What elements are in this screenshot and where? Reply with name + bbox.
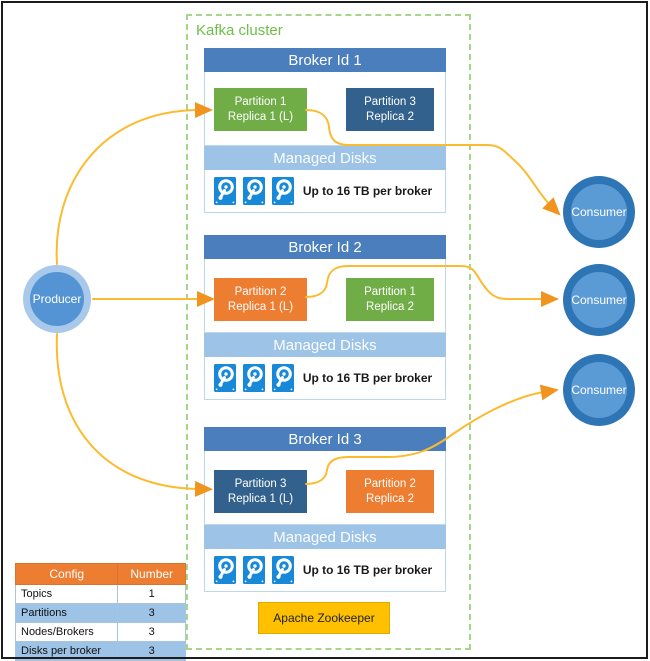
managed-disk-icon	[243, 364, 265, 392]
replica-label: Replica 2	[366, 110, 414, 123]
config-cell: Partitions	[14, 603, 119, 623]
broker-2-capacity-text: Up to 16 TB per broker	[302, 371, 433, 385]
broker-2-replica-partition: Partition 1 Replica 2	[346, 278, 434, 321]
broker-3-replica-partition: Partition 2 Replica 2	[346, 470, 434, 513]
managed-disk-icon	[272, 556, 294, 584]
partition-label: Partition 2	[234, 285, 287, 298]
number-cell: 3	[117, 641, 186, 661]
disk-icons	[214, 364, 294, 392]
partition-label: Partition 3	[234, 477, 287, 490]
number-cell: 3	[117, 622, 186, 642]
managed-disk-icon	[272, 364, 294, 392]
partition-label: Partition 3	[364, 95, 416, 108]
replica-label: Replica 2	[366, 300, 414, 313]
managed-disk-icon	[272, 177, 294, 205]
partition-label: Partition 1	[234, 95, 287, 108]
broker-2-body: Partition 2 Replica 1 (L) Partition 1 Re…	[204, 259, 446, 333]
broker-3-body: Partition 3 Replica 1 (L) Partition 2 Re…	[204, 451, 446, 525]
config-cell: Disks per broker	[14, 641, 119, 661]
replica-label: Replica 1 (L)	[227, 110, 294, 123]
broker-1-disks-row: Up to 16 TB per broker	[204, 170, 446, 213]
broker-2: Broker Id 2 Partition 2 Replica 1 (L) Pa…	[204, 235, 446, 400]
partition-label: Partition 2	[364, 477, 416, 490]
consumer-label: Consumer	[571, 272, 627, 328]
broker-2-title: Broker Id 2	[204, 235, 446, 259]
broker-3-leader-partition: Partition 3 Replica 1 (L)	[214, 470, 307, 513]
table-row: Nodes/Brokers 3	[14, 622, 186, 642]
table-row: Disks per broker 3	[14, 641, 186, 661]
config-table: Config Number Topics 1 Partitions 3 Node…	[14, 563, 186, 661]
broker-3: Broker Id 3 Partition 3 Replica 1 (L) Pa…	[204, 427, 446, 592]
managed-disk-icon	[214, 556, 236, 584]
consumer-node-2: Consumer	[563, 264, 635, 336]
managed-disk-icon	[243, 556, 265, 584]
broker-1-title: Broker Id 1	[204, 48, 446, 72]
broker-1-leader-partition: Partition 1 Replica 1 (L)	[214, 88, 307, 131]
producer-node: Producer	[23, 265, 91, 333]
broker-1-capacity-text: Up to 16 TB per broker	[302, 184, 433, 198]
managed-disk-icon	[243, 177, 265, 205]
arrow-producer-to-broker1-leader	[55, 102, 213, 265]
partition-label: Partition 1	[364, 285, 416, 298]
consumer-label: Consumer	[571, 184, 627, 240]
config-cell: Topics	[14, 584, 119, 604]
arrow-producer-to-broker3-leader	[55, 333, 213, 497]
replica-label: Replica 1 (L)	[227, 300, 294, 313]
table-row: Topics 1	[14, 584, 186, 604]
apache-zookeeper-box: Apache Zookeeper	[258, 602, 390, 634]
producer-label: Producer	[30, 272, 84, 326]
broker-3-managed-disks-bar: Managed Disks	[204, 525, 446, 549]
replica-label: Replica 2	[366, 492, 414, 505]
managed-disk-icon	[214, 177, 236, 205]
number-cell: 3	[117, 603, 186, 623]
broker-1: Broker Id 1 Partition 1 Replica 1 (L) Pa…	[204, 48, 446, 213]
broker-1-replica-partition: Partition 3 Replica 2	[346, 88, 434, 131]
config-table-header-row: Config Number	[14, 563, 186, 585]
disk-icons	[214, 177, 294, 205]
kafka-cluster-label: Kafka cluster	[196, 22, 283, 39]
consumer-node-3: Consumer	[563, 354, 635, 426]
broker-3-disks-row: Up to 16 TB per broker	[204, 549, 446, 592]
broker-3-capacity-text: Up to 16 TB per broker	[302, 563, 433, 577]
broker-3-title: Broker Id 3	[204, 427, 446, 451]
table-row: Partitions 3	[14, 603, 186, 623]
broker-2-leader-partition: Partition 2 Replica 1 (L)	[214, 278, 307, 321]
managed-disk-icon	[214, 364, 236, 392]
kafka-cluster-boundary: Kafka cluster	[186, 14, 471, 650]
broker-1-body: Partition 1 Replica 1 (L) Partition 3 Re…	[204, 72, 446, 146]
config-cell: Nodes/Brokers	[14, 622, 119, 642]
number-header-cell: Number	[117, 563, 186, 585]
consumer-label: Consumer	[571, 362, 627, 418]
broker-1-managed-disks-bar: Managed Disks	[204, 146, 446, 170]
replica-label: Replica 1 (L)	[227, 492, 294, 505]
config-header-cell: Config	[14, 563, 119, 585]
broker-2-managed-disks-bar: Managed Disks	[204, 333, 446, 357]
broker-2-disks-row: Up to 16 TB per broker	[204, 357, 446, 400]
disk-icons	[214, 556, 294, 584]
consumer-node-1: Consumer	[563, 176, 635, 248]
number-cell: 1	[117, 584, 186, 604]
